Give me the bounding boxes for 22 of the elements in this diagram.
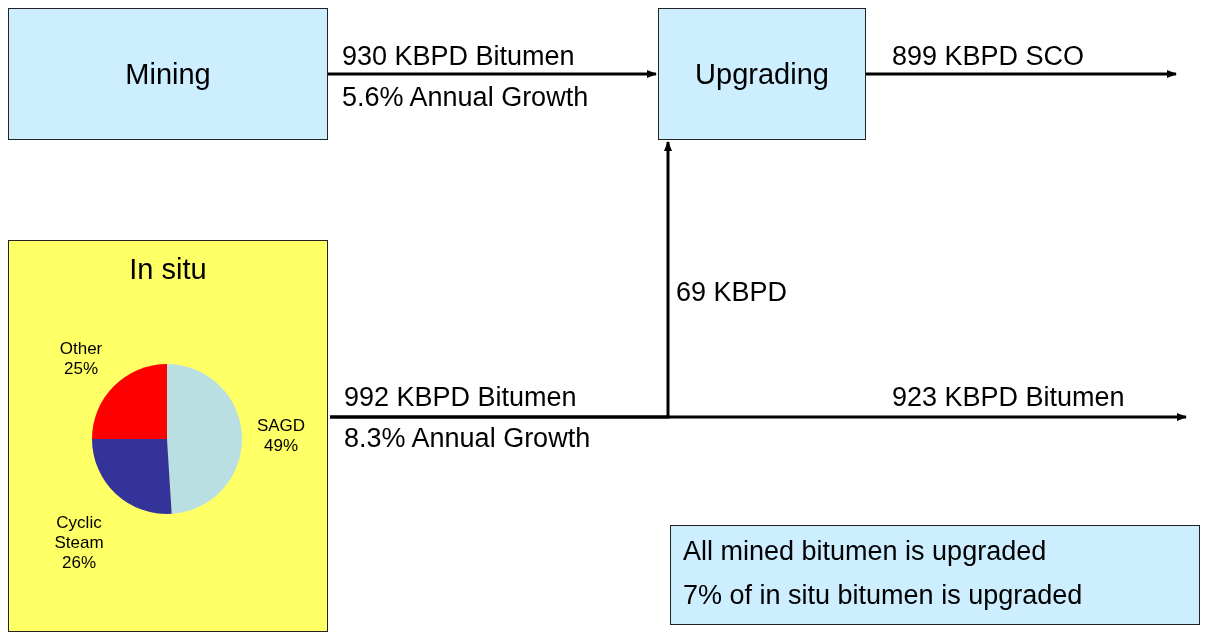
note-text: 7% of in situ bitumen is upgraded: [683, 580, 1083, 611]
arrow: [328, 70, 657, 78]
slice-label: SAGD 49%: [255, 416, 307, 456]
arrow: [330, 413, 1187, 421]
edge-label: 69 KBPD: [676, 276, 788, 309]
group-panel: [8, 240, 328, 632]
pie-slice: [92, 439, 172, 514]
process-box: [8, 8, 328, 140]
edge-label: 930 KBPD Bitumen 5.6% Annual Growth: [342, 40, 589, 114]
note-text: All mined bitumen is upgraded: [683, 536, 1047, 567]
box-label: Upgrading: [694, 58, 830, 91]
process-box: [658, 8, 866, 140]
slice-label: Other 25%: [58, 339, 104, 379]
edge-label: 899 KBPD SCO: [892, 40, 1085, 73]
flow-label: 992 KBPD Bitumen 8.3% Annual Growth: [344, 381, 591, 455]
arrow: [866, 70, 1177, 78]
edge-label: 923 KBPD Bitumen: [892, 381, 1125, 414]
pie-slice: [167, 364, 242, 514]
box-label: Mining: [124, 58, 212, 91]
panel-title: In situ: [128, 253, 208, 286]
slice-label: Cyclic Steam 26%: [53, 513, 105, 573]
note-box: [670, 525, 1200, 625]
